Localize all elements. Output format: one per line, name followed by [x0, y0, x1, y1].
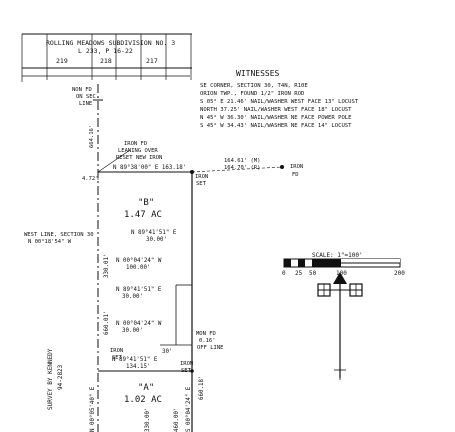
- a-distance: 134.15': [126, 364, 150, 370]
- parcel-b-boundary: [97, 149, 284, 346]
- bottom-left-bearing: N 00°05'40" E: [90, 386, 96, 432]
- b3-bearing: N 89°41'51" E: [116, 287, 162, 293]
- dist-660-18: 660.18': [199, 376, 205, 400]
- iron-fd-right-2: FD: [292, 172, 299, 178]
- b1-bearing: N 89°41'51" E: [131, 230, 177, 236]
- subdivision-plat: ROLLING MEADOWS SUBDIVISION NO. 3 L 233,…: [21, 33, 192, 82]
- survey-by-1: SURVEY BY KENNEDY: [47, 348, 54, 410]
- north-line-bearing: N 89°38'00" E 163.18': [113, 165, 186, 171]
- scale-tick-50: 50: [309, 270, 317, 277]
- iron-fd-leaning-3: RESET NEW IRON: [116, 155, 162, 161]
- mon-fd-label-1: MON FD: [196, 331, 216, 337]
- parcel-a-area: 1.02 AC: [124, 395, 162, 405]
- iron-set-top-2: SET: [196, 181, 207, 187]
- iron-fd-right-1: IRON: [290, 164, 303, 170]
- dist-330-01: 330.01': [104, 254, 110, 278]
- witness-line-3: S 05° E 21.46' NAIL/WASHER WEST FACE 13"…: [200, 99, 359, 105]
- dist-460-00: 460.00': [174, 408, 180, 432]
- mon-fd-label-2: 0.16': [199, 338, 216, 344]
- iron-set-top-1: IRON: [195, 174, 208, 180]
- scale-tick-100: 100: [336, 270, 347, 277]
- parcel-b-area: 1.47 AC: [124, 210, 162, 220]
- parcel-a-boundary: [98, 345, 194, 432]
- iron-set-right-1: IRON: [180, 361, 193, 367]
- scale-bar: SCALE: 1"=100' 0 25 50 100 200: [282, 252, 405, 277]
- dist-664-16: 664.16': [89, 125, 95, 148]
- dist-660-01: 660.01': [104, 311, 110, 335]
- iron-fd-leaning-2: LEANING OVER: [118, 148, 158, 154]
- non-fd-label-2: ON SEC.: [76, 94, 99, 100]
- b2-distance: 100.00': [126, 265, 150, 271]
- non-fd-label-1: NON FD: [72, 87, 92, 93]
- witness-line-5: N 45° W 36.30' NAIL/WASHER NE FACE POWER…: [200, 115, 352, 121]
- iron-set-mid-1: IRON: [110, 348, 123, 354]
- bottom-right-bearing: S 00°04'24" E: [186, 386, 192, 432]
- subdivision-liber: L 233, P 16-22: [78, 47, 133, 55]
- dist-30: 30': [162, 349, 172, 355]
- witnesses-block: WITNESSES SE CORNER, SECTION 30, T4N, R1…: [200, 69, 359, 129]
- mon-fd-label-3: OFF LINE: [197, 345, 224, 351]
- non-fd-label-3: LINE: [79, 101, 92, 107]
- survey-by-2: 94-2823: [57, 364, 64, 390]
- scale-label: SCALE: 1"=100': [312, 252, 363, 259]
- dist-330-00: 330.00': [145, 408, 151, 432]
- west-line-label-1: WEST LINE, SECTION 30: [24, 232, 94, 238]
- record-distance: 164.70' (R): [224, 165, 260, 171]
- lot-218: 218: [100, 57, 112, 65]
- b3-distance: 30.00': [122, 294, 143, 300]
- witness-line-4: NORTH 37.25' NAIL/WASHER WEST FACE 18" L…: [200, 107, 352, 113]
- west-line-label-2: N 00°18'54" W: [28, 239, 72, 245]
- scale-tick-25: 25: [295, 270, 303, 277]
- witnesses-title: WITNESSES: [236, 69, 280, 78]
- parcel-b-letter: "B": [138, 198, 154, 208]
- lot-217: 217: [146, 57, 158, 65]
- scale-tick-0: 0: [282, 270, 286, 277]
- witness-line-6: S 45° W 34.43' NAIL/WASHER NE FACE 14" L…: [200, 123, 352, 129]
- dist-4-72: 4.72': [82, 176, 99, 182]
- b2-bearing: N 00°04'24" W: [116, 258, 162, 264]
- b1-distance: 30.00': [146, 237, 167, 243]
- a-bearing: N 89°41'51" E: [112, 357, 158, 363]
- witness-line-1: SE CORNER, SECTION 30, T4N, R10E: [200, 83, 308, 89]
- parcel-a-letter: "A": [138, 383, 154, 393]
- b4-bearing: N 00°04'24" W: [116, 321, 162, 327]
- scale-tick-200: 200: [394, 270, 405, 277]
- iron-fd-leaning-1: IRON FD: [124, 141, 147, 147]
- north-arrow-icon: [317, 272, 363, 380]
- b4-distance: 30.00': [122, 328, 143, 334]
- iron-set-mid-2: SET: [112, 355, 123, 361]
- witness-line-2: ORION TWP., FOUND 1/2" IRON ROD: [200, 91, 305, 97]
- subdivision-title: ROLLING MEADOWS SUBDIVISION NO. 3: [46, 39, 175, 47]
- section-line: NON FD ON SEC. LINE 664.16' WEST LINE, S…: [24, 84, 103, 432]
- measured-distance: 164.61' (M): [224, 158, 260, 164]
- lot-219: 219: [56, 57, 68, 65]
- iron-set-right-2: SET: [181, 368, 192, 374]
